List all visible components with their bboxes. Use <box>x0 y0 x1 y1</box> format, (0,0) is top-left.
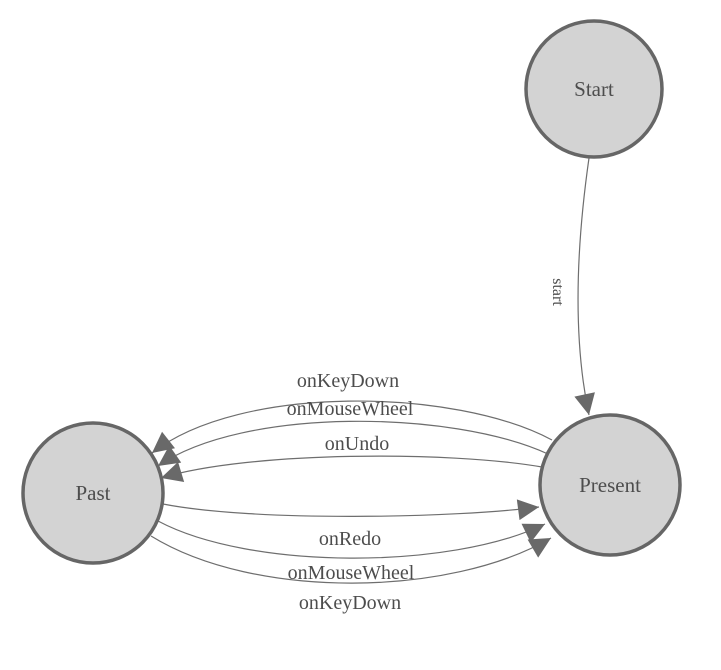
edge-label-onkeydown-top: onKeyDown <box>297 370 399 392</box>
edge-line-onmousewheel-top <box>157 420 549 467</box>
node-start: Start <box>524 19 664 159</box>
edge-present-to-past-onmousewheel: onMouseWheel <box>157 398 549 467</box>
edge-line-start <box>574 157 595 416</box>
edge-past-to-present-onkeydown: onKeyDown <box>150 535 552 614</box>
edge-label-onundo: onUndo <box>325 433 389 455</box>
node-start-circle <box>524 19 664 159</box>
edge-present-to-past-onkeydown: onKeyDown <box>151 370 553 454</box>
node-present-circle <box>538 413 682 557</box>
edge-past-to-present-onredo: onRedo <box>162 499 540 550</box>
edge-start-to-present: start <box>549 157 595 416</box>
edge-line-onkeydown-bottom <box>150 535 552 584</box>
edge-line-onredo <box>162 499 540 521</box>
edge-line-onundo <box>160 455 543 482</box>
node-past-circle <box>21 421 165 565</box>
edge-label-onmousewheel-top: onMouseWheel <box>287 398 414 420</box>
node-past: Past <box>21 421 165 565</box>
node-past-label: Past <box>75 481 110 505</box>
edge-line-onkeydown-top <box>151 400 553 454</box>
edge-line-onmousewheel-bottom <box>157 520 546 559</box>
node-present-label: Present <box>579 473 641 497</box>
node-start-label: Start <box>574 77 614 101</box>
edge-present-to-past-onundo: onUndo <box>160 433 543 482</box>
edge-label-onredo: onRedo <box>319 528 381 550</box>
edge-label-start: start <box>549 278 566 306</box>
node-present: Present <box>538 413 682 557</box>
edge-label-onkeydown-bottom: onKeyDown <box>299 592 401 614</box>
edge-label-onmousewheel-bottom: onMouseWheel <box>288 562 415 584</box>
edge-past-to-present-onmousewheel: onMouseWheel <box>157 520 546 584</box>
